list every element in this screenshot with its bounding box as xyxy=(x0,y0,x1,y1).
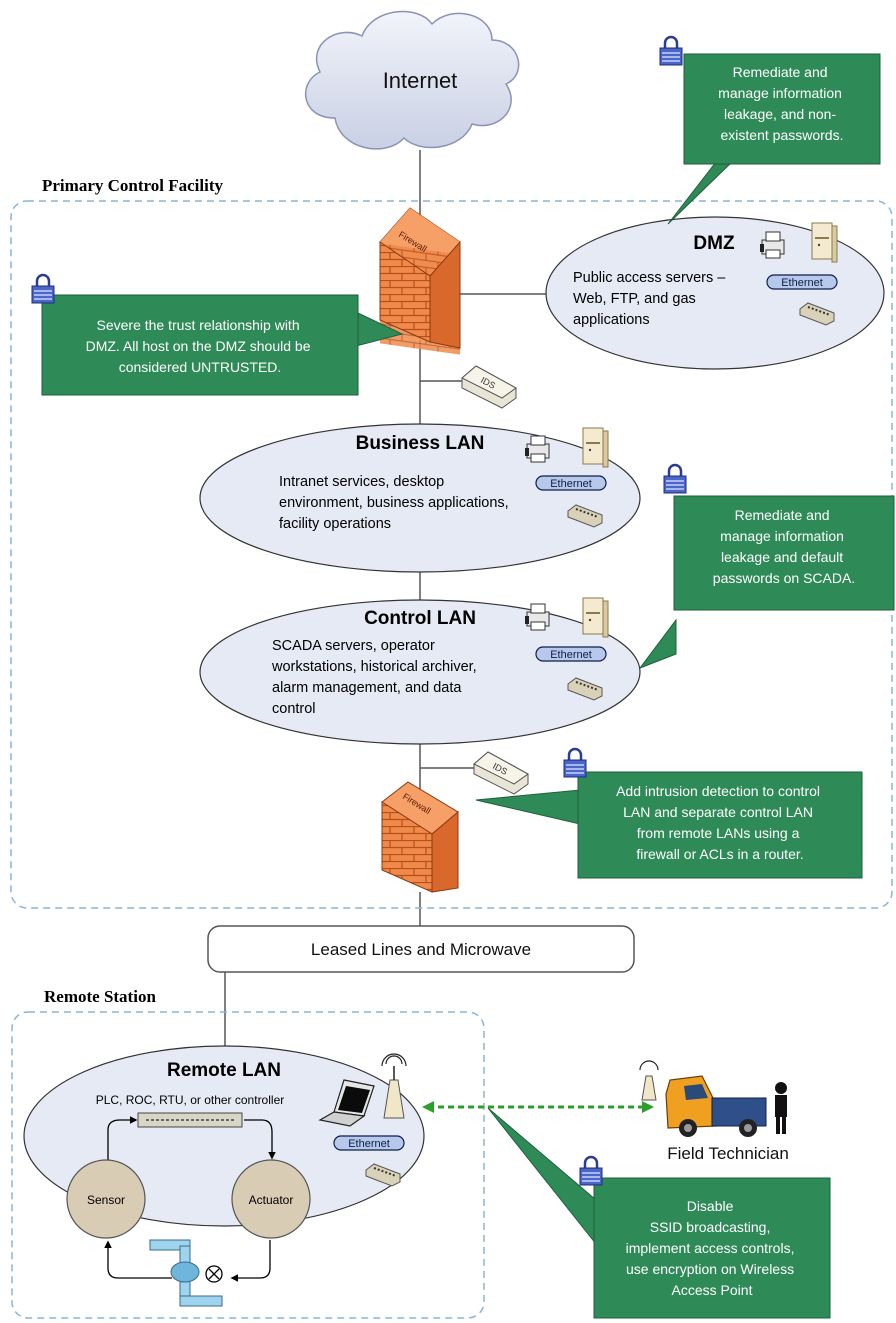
wireless-access-point-icon xyxy=(381,1053,407,1119)
svg-text:Remediate and manage inf: Remediate and manage information leakage… xyxy=(718,64,846,143)
svg-text:Sensor: Sensor xyxy=(87,1193,125,1207)
dmz-network: DMZ Public access servers – Web, FTP, an… xyxy=(545,216,885,370)
business-lan-description: Intranet services, desktop environment, … xyxy=(279,474,513,532)
svg-text:Ethernet: Ethernet xyxy=(781,277,823,289)
business-lan: Business LAN Intranet services, desktop … xyxy=(199,423,641,573)
remote-lan: Remote LAN PLC, ROC, RTU, or other contr… xyxy=(23,1045,425,1307)
lock-icon xyxy=(658,35,684,67)
svg-text:Ethernet: Ethernet xyxy=(550,478,592,490)
control-lan-description: SCADA servers, operator workstations, hi… xyxy=(271,638,481,717)
firewall-bottom: Firewall xyxy=(381,781,459,893)
field-technician-label: Field Technician xyxy=(667,1144,789,1163)
internet-cloud: Internet xyxy=(304,10,520,150)
callout-dmz-remediation: Remediate and manage information leakage… xyxy=(658,35,881,225)
svg-text:Disable SSID broadcastin: Disable SSID broadcasting, implement acc… xyxy=(626,1198,799,1298)
printer-icon xyxy=(524,603,550,631)
primary-facility-title: Primary Control Facility xyxy=(42,176,223,195)
dmz-description: Public access servers – Web, FTP, and ga… xyxy=(573,270,729,328)
svg-text:Leased Lines and Microwave: Leased Lines and Microwave xyxy=(311,940,531,959)
svg-text:Remediate and manage inf: Remediate and manage information leakage… xyxy=(713,507,855,586)
firewall-top: Firewall xyxy=(379,207,461,355)
ethernet-bus: Ethernet xyxy=(766,274,838,290)
primary-facility-zone xyxy=(10,200,893,909)
connection-lines xyxy=(224,150,548,1046)
lock-icon xyxy=(562,747,588,779)
svg-text:Severe the trust relationship: Severe the trust relationship with DMZ. … xyxy=(86,317,315,375)
business-lan-title: Business LAN xyxy=(356,433,485,454)
truck-icon xyxy=(665,1075,767,1137)
lock-icon xyxy=(578,1155,604,1187)
server-icon xyxy=(582,597,609,638)
remote-lan-title: Remote LAN xyxy=(167,1060,281,1081)
person-icon xyxy=(775,1082,787,1134)
callout-wireless: Disable SSID broadcasting, implement acc… xyxy=(487,1107,831,1319)
sensor-node xyxy=(66,1159,146,1239)
svg-text:Ethernet: Ethernet xyxy=(550,649,592,661)
pipe-valve-icon xyxy=(149,1239,223,1307)
remote-station-title: Remote Station xyxy=(44,987,156,1006)
svg-text:Actuator: Actuator xyxy=(249,1193,294,1207)
ethernet-bus: Ethernet xyxy=(535,646,607,662)
radio-tower-icon xyxy=(639,1060,659,1101)
leased-lines-box: Leased Lines and Microwave xyxy=(207,925,635,973)
svg-text:Add intrusion detection to con: Add intrusion detection to control LAN a… xyxy=(616,783,824,862)
remote-station-zone xyxy=(11,1011,485,1319)
callout-trust: Severe the trust relationship with DMZ. … xyxy=(30,273,404,396)
ids-top: IDS xyxy=(461,365,517,409)
laptop-icon xyxy=(318,1079,375,1127)
svg-text:Ethernet: Ethernet xyxy=(348,1138,390,1150)
control-lan: Control LAN SCADA servers, operator work… xyxy=(199,597,641,745)
ethernet-bus: Ethernet xyxy=(535,475,607,491)
server-icon xyxy=(811,222,838,263)
controller-device xyxy=(137,1112,243,1128)
ids-bottom: IDS xyxy=(473,751,529,795)
control-lan-title: Control LAN xyxy=(364,608,476,629)
dmz-title: DMZ xyxy=(693,233,735,254)
lock-icon xyxy=(30,273,56,305)
field-technician: Field Technician xyxy=(639,1060,789,1163)
controller-label: PLC, ROC, RTU, or other controller xyxy=(96,1093,285,1107)
ethernet-bus: Ethernet xyxy=(333,1135,405,1151)
callout-ids: Add intrusion detection to control LAN a… xyxy=(475,747,863,879)
actuator-node xyxy=(231,1159,311,1239)
lock-icon xyxy=(662,463,688,495)
internet-label: Internet xyxy=(383,68,458,93)
server-icon xyxy=(582,427,609,468)
callout-scada: Remediate and manage information leakage… xyxy=(638,463,895,670)
